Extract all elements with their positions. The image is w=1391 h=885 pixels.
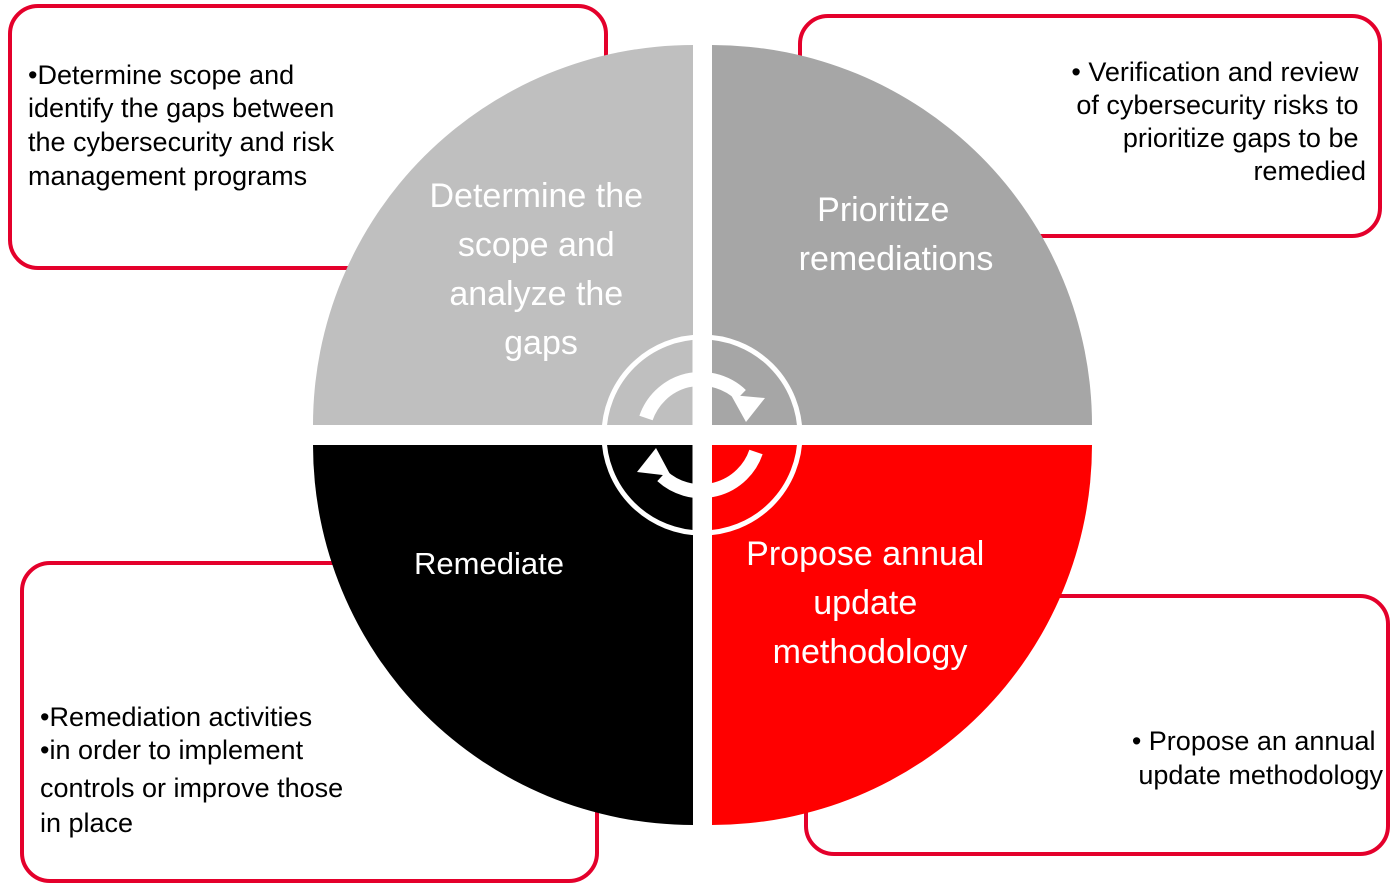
quadrant-propose-label: Propose annual update methodology [746, 535, 994, 671]
quadrant-scope-label-line: gaps [504, 324, 578, 362]
box-top-left-line: the cybersecurity and risk [28, 127, 335, 157]
box-top-left-line: •Determine scope and [28, 60, 294, 90]
box-bottom-right-text: • Propose an annual update methodology [1132, 726, 1384, 790]
quadrant-scope-label-line: analyze the [449, 275, 623, 313]
quadrant-propose-label-line: methodology [773, 633, 968, 671]
box-bottom-right-line: update methodology [1138, 760, 1383, 790]
quadrant-propose-label-line: Propose annual [746, 535, 984, 573]
quadrant-prioritize-label: Prioritize remediations [799, 191, 994, 278]
box-top-left-line: management programs [28, 161, 307, 191]
quadrant-propose [712, 445, 1092, 825]
box-bottom-left-line: in place [40, 808, 133, 838]
quadrant-scope-label: Determine the scope and analyze the gaps [430, 177, 653, 362]
box-top-right-line: of cybersecurity risks to [1076, 90, 1358, 120]
box-top-right-line: prioritize gaps to be [1123, 123, 1359, 153]
box-top-right-line: • Verification and review [1071, 57, 1359, 87]
quadrant-prioritize-label-line: Prioritize [817, 191, 949, 229]
box-bottom-right-line: • Propose an annual [1132, 726, 1376, 756]
quadrant-remediate-label-line: Remediate [414, 546, 564, 581]
box-top-left-line: identify the gaps between [28, 93, 334, 123]
box-top-left-text: •Determine scope and identify the gaps b… [28, 60, 342, 191]
box-bottom-left-line: controls or improve those [40, 773, 343, 803]
box-top-right-line: remedied [1253, 156, 1366, 186]
quadrant-prioritize-label-line: remediations [799, 240, 994, 278]
quadrant-prioritize [712, 45, 1092, 425]
quadrant-remediate [313, 445, 693, 825]
box-bottom-left-text: •Remediation activities •in order to imp… [40, 702, 351, 838]
box-top-right-text: • Verification and review of cybersecuri… [1071, 57, 1366, 186]
box-bottom-left-line: •in order to implement [40, 735, 304, 765]
quadrant-scope-label-line: scope and [458, 226, 615, 264]
cycle-arrows-icon [601, 334, 803, 536]
quadrant-propose-label-line: update [813, 584, 917, 622]
quadrant-scope-label-line: Determine the [430, 177, 644, 215]
quadrant-scope-analyze [313, 45, 693, 425]
box-bottom-left-line: •Remediation activities [40, 702, 312, 732]
quadrant-remediate-label: Remediate [414, 546, 564, 581]
